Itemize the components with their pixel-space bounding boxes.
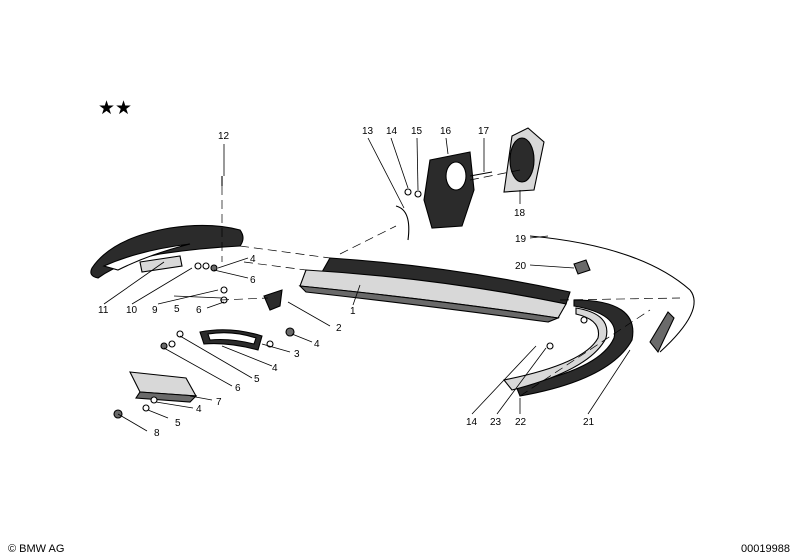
callout-6: 6 — [196, 305, 202, 316]
callout-16: 16 — [440, 126, 452, 137]
callout-12: 12 — [218, 131, 230, 142]
callout-15: 15 — [411, 126, 423, 137]
callout-1: 1 — [350, 306, 356, 317]
part-lamp-lens — [503, 127, 545, 193]
callout-20: 20 — [515, 261, 527, 272]
callout-14: 14 — [466, 417, 478, 428]
callout-6: 6 — [235, 383, 241, 394]
callout-11: 11 — [98, 305, 109, 316]
part-rubber-strip — [199, 329, 263, 351]
rating-stars: ★★ — [98, 97, 132, 119]
callout-4: 4 — [314, 339, 320, 350]
callout-5: 5 — [174, 304, 180, 315]
callout-5: 5 — [175, 418, 181, 429]
callout-5: 5 — [254, 374, 260, 385]
callout-14: 14 — [386, 126, 398, 137]
part-bumper-end-left — [90, 224, 244, 279]
part-lamp-housing — [423, 151, 475, 229]
callout-6: 6 — [250, 275, 256, 286]
leader-lines — [103, 137, 631, 432]
callout-9: 9 — [152, 305, 158, 316]
part-trim-clip — [573, 259, 591, 275]
part-trim-strip — [529, 235, 695, 354]
callout-19: 19 — [515, 234, 527, 245]
copyright-text: © BMW AG — [8, 543, 64, 555]
callout-23: 23 — [490, 417, 502, 428]
image-number: 00019988 — [741, 543, 790, 555]
part-lamp-screw — [469, 171, 493, 177]
callout-10: 10 — [126, 305, 138, 316]
assembly-lines — [219, 169, 681, 397]
callout-13: 13 — [362, 126, 374, 137]
callout-4: 4 — [250, 254, 256, 265]
callout-18: 18 — [514, 208, 526, 219]
callout-7: 7 — [216, 397, 222, 408]
callout-2: 2 — [336, 323, 342, 334]
callout-17: 17 — [478, 126, 490, 137]
part-wire-clip — [395, 205, 410, 241]
callout-4: 4 — [272, 363, 278, 374]
callout-3: 3 — [294, 349, 300, 360]
part-bumper-guard — [129, 371, 198, 403]
part-bracket — [263, 289, 283, 311]
callout-4: 4 — [196, 404, 202, 415]
callouts: 1 2 3 4 4 4 4 5 5 5 6 6 6 7 8 9 10 11 12… — [98, 126, 595, 439]
callout-21: 21 — [583, 417, 595, 428]
part-bumper-beam — [298, 257, 571, 323]
callout-22: 22 — [515, 417, 527, 428]
callout-8: 8 — [154, 428, 160, 439]
